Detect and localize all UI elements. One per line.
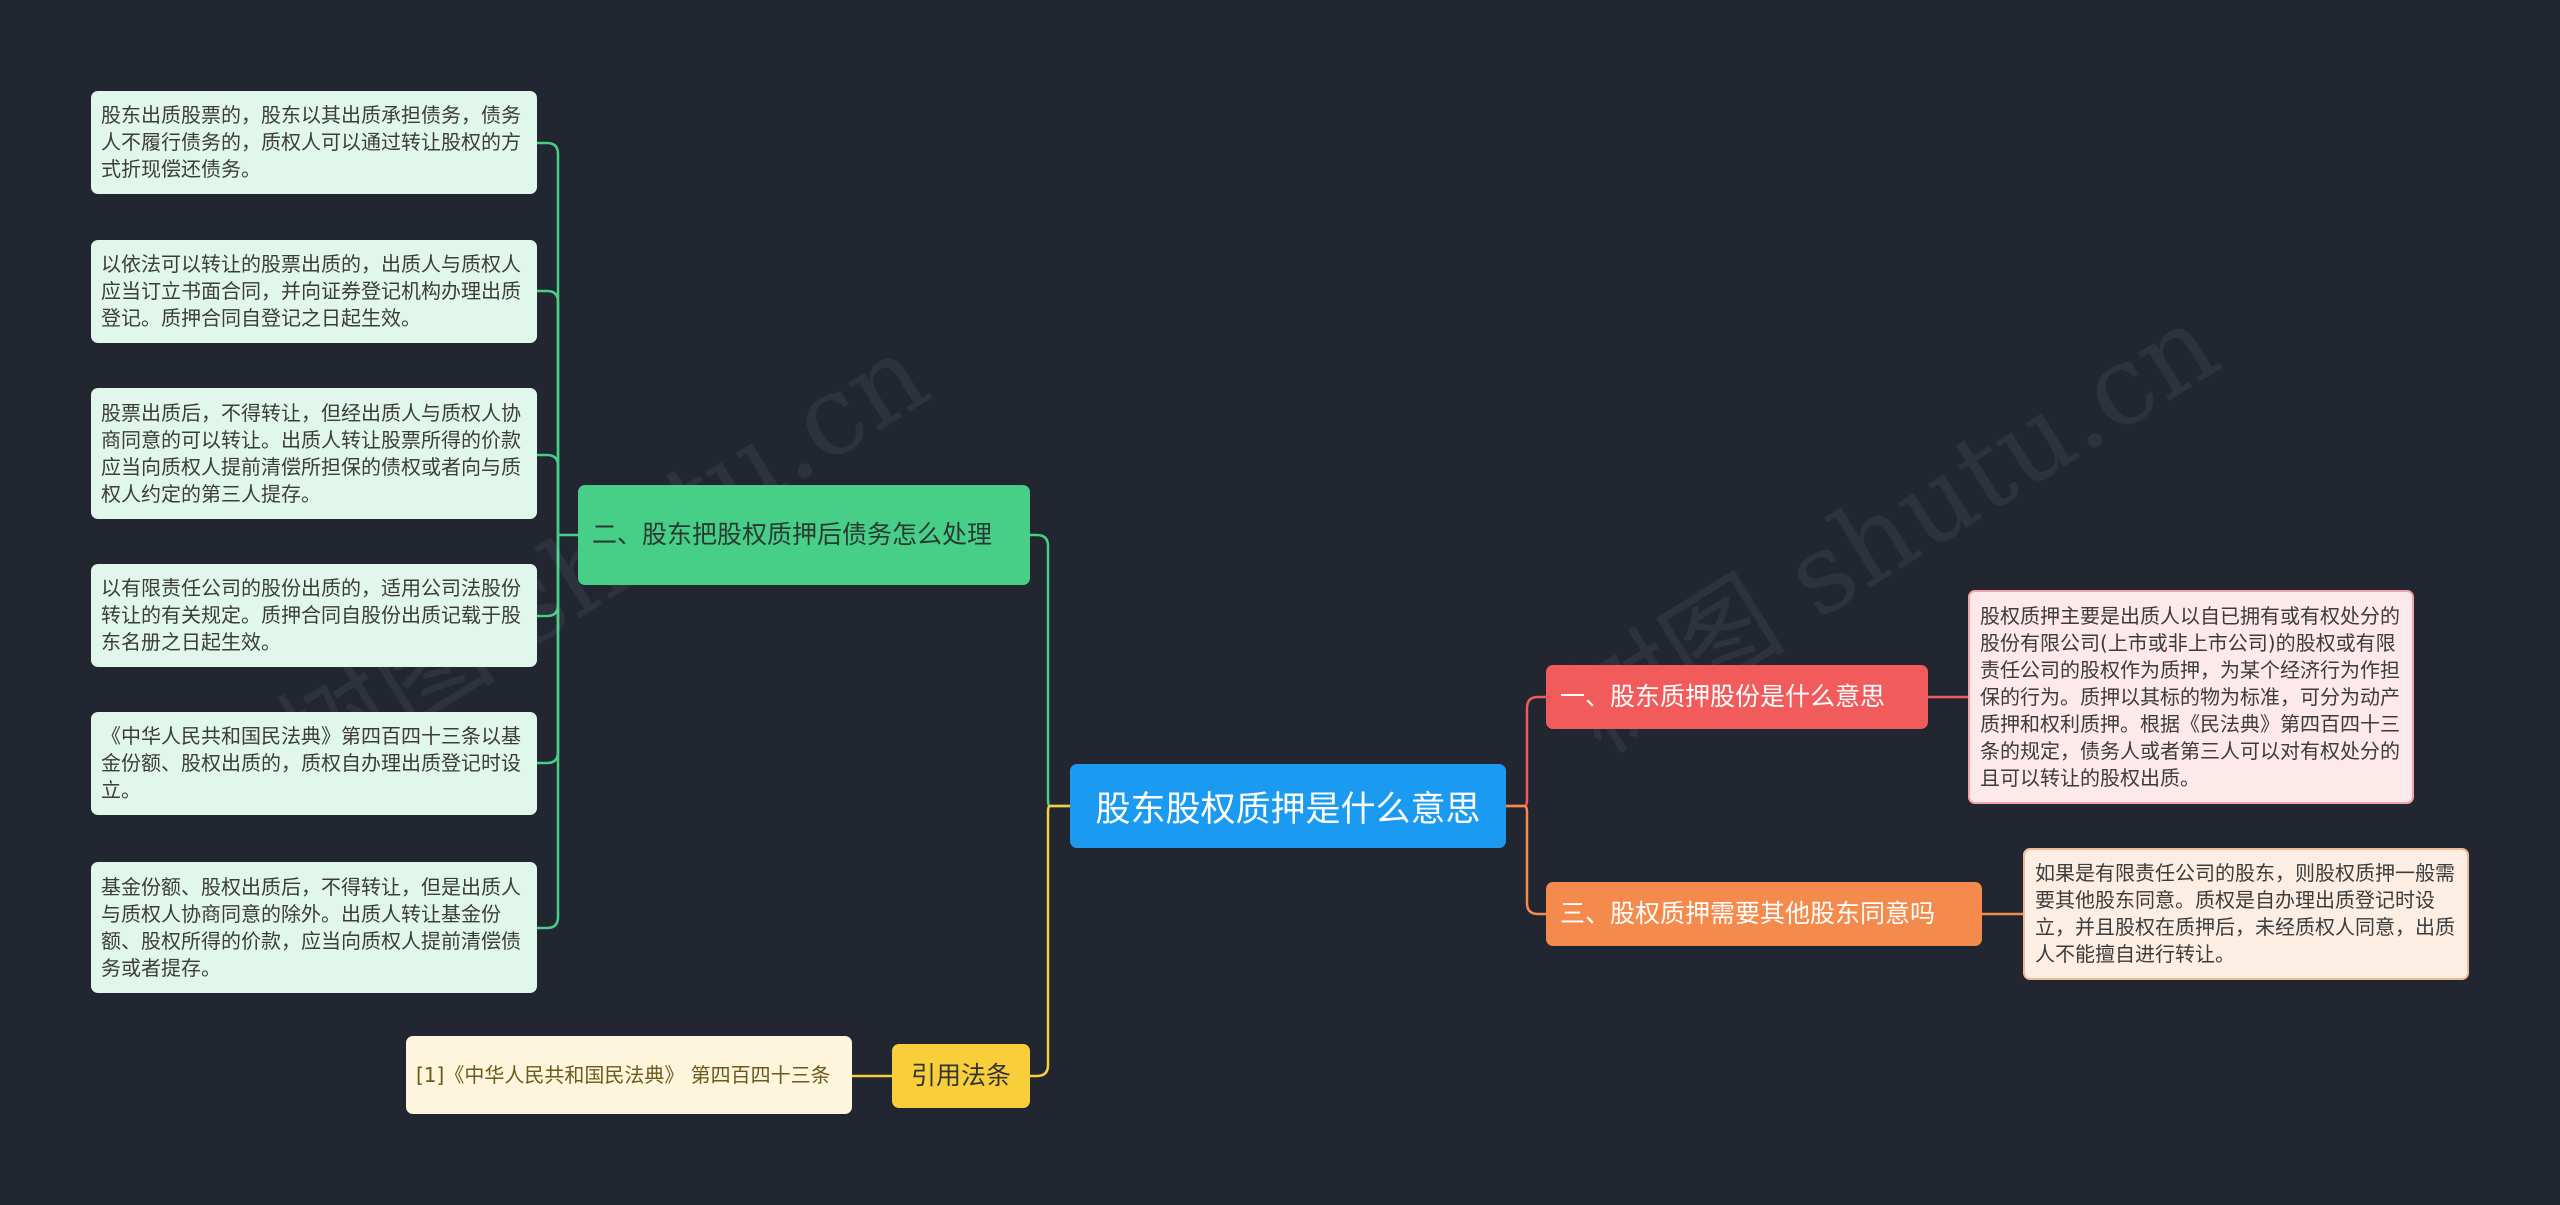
leaf-meaning[interactable]: 股权质押主要是出质人以自已拥有或有权处分的股份有限公司(上市或非上市公司)的股权…: [1968, 590, 2414, 804]
branch-handling[interactable]: 二、股东把股权质押后债务怎么处理: [578, 485, 1030, 585]
branch-meaning[interactable]: 一、股东质押股份是什么意思: [1546, 665, 1928, 729]
branch-citation[interactable]: 引用法条: [892, 1044, 1030, 1108]
leaf-citation-text: [1]《中华人民共和国民法典》 第四百四十三条: [416, 1062, 831, 1087]
branch-handling-label: 二、股东把股权质押后债务怎么处理: [592, 520, 993, 549]
link-handling-leaf-4: [537, 535, 560, 618]
link-handling-leaf-2: [537, 289, 560, 535]
leaf-handling-1[interactable]: 股东出质股票的，股东以其出质承担债务，债务人不履行债务的，质权人可以通过转让股权…: [91, 91, 537, 194]
leaf-consent[interactable]: 如果是有限责任公司的股东，则股权质押一般需要其他股东同意。质权是自办理出质登记时…: [2023, 848, 2469, 980]
branch-meaning-label: 一、股东质押股份是什么意思: [1560, 682, 1886, 711]
link-handling-leaf-6: [537, 535, 560, 930]
leaf-handling-4[interactable]: 以有限责任公司的股份出质的，适用公司法股份转让的有关规定。质押合同自股份出质记载…: [91, 564, 537, 667]
leaf-handling-3-text: 股票出质后，不得转让，但经出质人与质权人协商同意的可以转让。出质人转让股票所得的…: [101, 400, 521, 506]
leaf-consent-text: 如果是有限责任公司的股东，则股权质押一般需要其他股东同意。质权是自办理出质登记时…: [2035, 861, 2455, 966]
leaf-handling-2[interactable]: 以依法可以转让的股票出质的，出质人与质权人应当订立书面合同，并向证券登记机构办理…: [91, 240, 537, 343]
leaf-handling-6[interactable]: 基金份额、股权出质后，不得转让，但是出质人与质权人协商同意的除外。出质人转让基金…: [91, 862, 537, 993]
branch-consent[interactable]: 三、股权质押需要其他股东同意吗: [1546, 882, 1982, 946]
leaf-handling-1-text: 股东出质股票的，股东以其出质承担债务，债务人不履行债务的，质权人可以通过转让股权…: [101, 103, 521, 181]
link-root-handling: [1030, 533, 1070, 808]
link-root-meaning: [1506, 695, 1546, 808]
leaf-meaning-text: 股权质押主要是出质人以自已拥有或有权处分的股份有限公司(上市或非上市公司)的股权…: [1980, 603, 2400, 790]
leaf-handling-3[interactable]: 股票出质后，不得转让，但经出质人与质权人协商同意的可以转让。出质人转让股票所得的…: [91, 388, 537, 519]
leaf-handling-4-text: 以有限责任公司的股份出质的，适用公司法股份转让的有关规定。质押合同自股份出质记载…: [101, 576, 521, 654]
link-handling-leaf-3: [537, 453, 560, 535]
link-root-citation: [1030, 804, 1070, 1078]
link-handling-leaf-5: [537, 535, 560, 765]
leaf-handling-6-text: 基金份额、股权出质后，不得转让，但是出质人与质权人协商同意的除外。出质人转让基金…: [101, 874, 521, 980]
link-handling-leaf-1: [537, 141, 560, 535]
root-node[interactable]: 股东股权质押是什么意思: [1070, 764, 1506, 848]
leaf-handling-2-text: 以依法可以转让的股票出质的，出质人与质权人应当订立书面合同，并向证券登记机构办理…: [101, 252, 521, 330]
leaf-handling-5-text: 《中华人民共和国民法典》第四百四十三条以基金份额、股权出质的，质权自办理出质登记…: [101, 724, 521, 802]
leaf-handling-5[interactable]: 《中华人民共和国民法典》第四百四十三条以基金份额、股权出质的，质权自办理出质登记…: [91, 712, 537, 815]
branch-consent-label: 三、股权质押需要其他股东同意吗: [1560, 899, 1936, 928]
root-label: 股东股权质押是什么意思: [1095, 789, 1481, 830]
leaf-citation[interactable]: [1]《中华人民共和国民法典》 第四百四十三条: [406, 1036, 852, 1114]
branch-citation-label: 引用法条: [910, 1061, 1011, 1090]
link-root-consent: [1506, 804, 1546, 916]
